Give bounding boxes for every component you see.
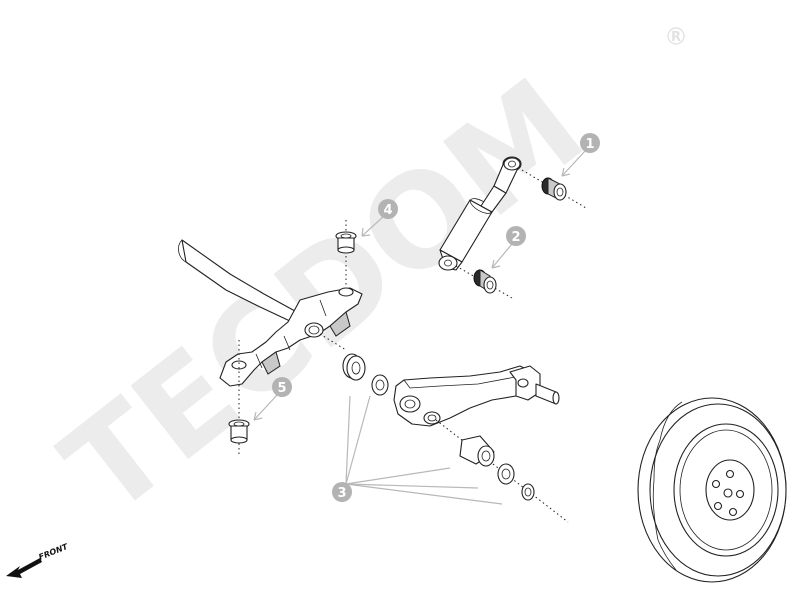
callout-5[interactable]: 5 — [272, 377, 292, 397]
svg-text:5: 5 — [277, 381, 286, 396]
svg-text:2: 2 — [511, 230, 520, 245]
bushing-5 — [228, 419, 250, 444]
shock-absorber — [438, 156, 522, 271]
svg-text:1: 1 — [585, 137, 594, 152]
axle-bushing-bore — [304, 322, 324, 338]
bushing-1 — [541, 177, 567, 201]
axle-upper-mount — [338, 287, 354, 297]
bushing-4 — [335, 231, 357, 254]
registered-mark-circle — [667, 27, 685, 45]
control-arm-front-eye — [399, 395, 421, 413]
axle-beam — [178, 239, 363, 387]
registered-mark-text: R — [671, 30, 681, 45]
control-arm-rear-eye — [423, 411, 441, 425]
callout-1[interactable]: 1 — [580, 133, 600, 153]
svg-text:3: 3 — [337, 486, 346, 501]
callout-leaders — [253, 149, 587, 505]
front-direction-indicator: FRONT — [6, 542, 70, 578]
callout-3[interactable]: 3 — [332, 482, 352, 502]
axle-lower-mount — [231, 360, 247, 370]
wheel — [637, 397, 787, 583]
callout-4[interactable]: 4 — [378, 199, 398, 219]
callout-2[interactable]: 2 — [506, 226, 526, 246]
watermark: TECDOM R — [37, 27, 685, 544]
bushing-3e — [521, 483, 535, 501]
bushing-3b — [371, 374, 389, 396]
front-arrow-icon — [6, 558, 42, 578]
front-label: FRONT — [37, 542, 69, 562]
control-arm — [393, 365, 560, 427]
shock-lower-eye — [438, 255, 458, 271]
bushing-2 — [473, 269, 497, 294]
svg-text:4: 4 — [383, 203, 392, 218]
bushing-3d — [497, 463, 515, 485]
bushing-3-set — [342, 353, 535, 501]
